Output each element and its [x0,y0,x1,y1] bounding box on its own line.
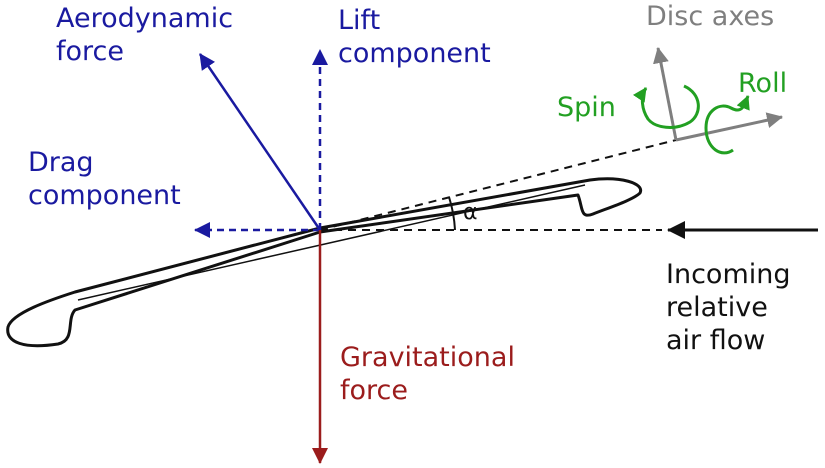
roll-label: Roll [738,68,788,99]
disc-plane-line [77,184,586,301]
spin-rotation-arrow [632,84,700,129]
gravitational-force-label-line-1: Gravitational [340,342,515,373]
angle-arc [448,196,456,231]
drag-component-label-line-2: component [28,180,181,211]
incoming-air-flow-label-line-2: relative [666,292,768,323]
disc-axis-horizontal [675,112,783,142]
disc-axis-vertical [653,47,678,141]
roll-rotation-arrow [704,95,750,155]
angle-of-attack-label: α [463,200,478,225]
gravitational-force-label-line-2: force [340,375,408,406]
incoming-air-flow-label-line-3: air flow [666,325,766,356]
incoming-air-flow-label: Incoming relative air flow [666,258,791,357]
aerodynamic-force-label: Aerodynamic force [56,2,233,68]
lift-component-label-line-1: Lift [338,5,381,36]
lift-component-label: Lift component [338,4,491,70]
aerodynamic-force-label-line-2: force [56,36,124,67]
lift-component-label-line-2: component [338,38,491,69]
incoming-air-flow-label-line-1: Incoming [666,259,791,290]
disc-plane-extension [319,139,677,231]
drag-component-label-line-1: Drag [28,147,94,178]
aerodynamic-force-arrow [198,53,322,231]
aerodynamic-force-label-line-1: Aerodynamic [56,3,234,34]
drag-component-label: Drag component [28,146,181,212]
disc-axes-label: Disc axes [646,1,775,32]
spin-label: Spin [557,92,616,123]
gravitational-force-label: Gravitational force [340,341,515,407]
disc-outline [6,177,643,348]
